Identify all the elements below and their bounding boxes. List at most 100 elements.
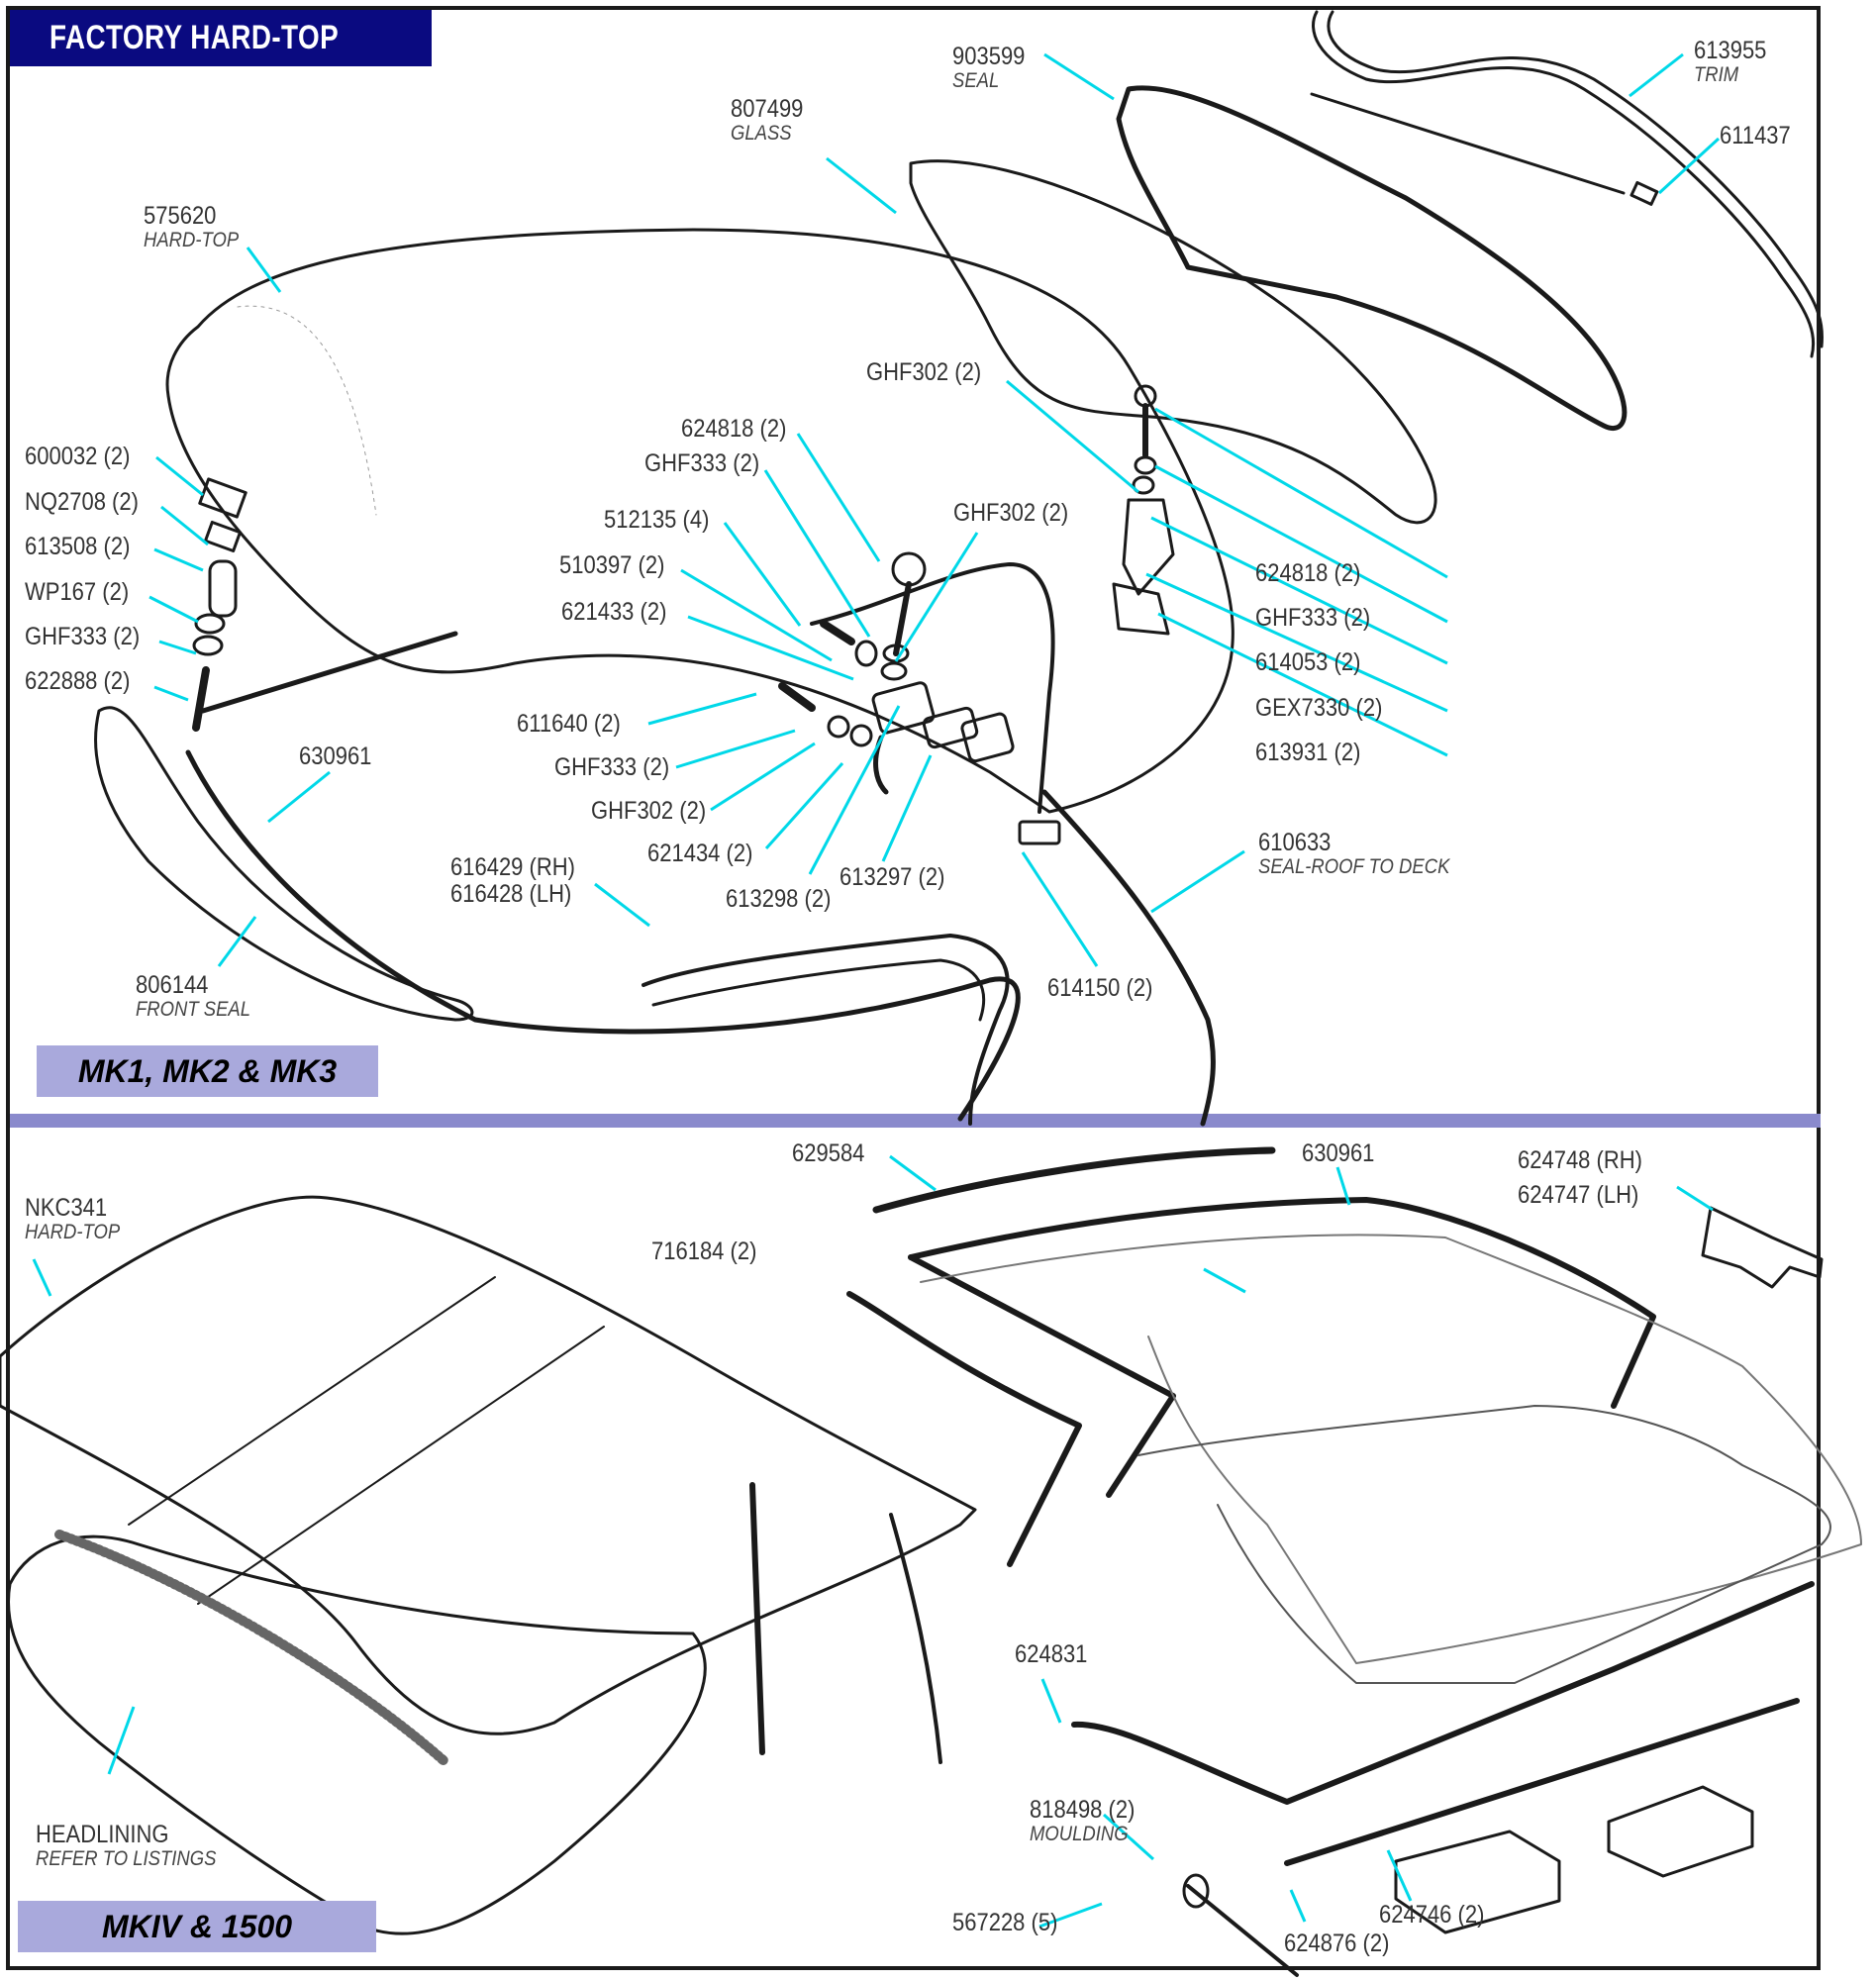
part-number: GHF333 (2) [25,623,141,650]
clip-600032 [198,477,247,519]
part-description: SEAL [952,69,1000,92]
part-number: 575620 [144,202,217,230]
part-label: GHF333 (2) [1255,605,1370,632]
part-label: 613298 (2) [726,886,831,913]
section-badge-mk123: MK1, MK2 & MK3 [37,1045,378,1097]
part-description: SEAL-ROOF TO DECK [1258,855,1450,878]
part-label: 624747 (LH) [1518,1182,1638,1209]
part-number: 616428 (LH) [450,880,572,908]
part-label: 624876 (2) [1284,1930,1389,1957]
part-label: 600032 (2) [25,444,130,470]
diagram-frame [6,6,1821,1970]
strip-629584 [872,1146,1276,1214]
part-label: GHF302 (2) [866,359,981,386]
leader-lines [32,52,1721,1929]
part-number: 624746 (2) [1379,1901,1485,1929]
part-number: 624818 (2) [1255,559,1361,587]
part-number: 818498 (2) [1030,1796,1135,1824]
section-divider [10,1114,1821,1128]
part-number: 610633 [1258,829,1332,856]
part-number: 624748 (RH) [1518,1146,1642,1174]
part-number: 806144 [136,971,209,999]
part-number: 630961 [1302,1139,1375,1167]
part-label: 621433 (2) [561,599,666,626]
part-label: 611640 (2) [517,711,621,738]
part-description: REFER TO LISTINGS [36,1847,217,1870]
part-number: 611640 (2) [517,710,621,738]
nut-nq2708 [203,520,243,553]
part-description: HARD-TOP [144,229,240,251]
part-number: GHF333 (2) [644,449,760,477]
part-number: 510397 (2) [559,551,665,579]
part-number: 622888 (2) [25,667,131,695]
part-label: WP167 (2) [25,579,129,606]
rivet-567228 [1186,1884,1299,1977]
part-number: NKC341 [25,1194,108,1222]
part-number: 624747 (LH) [1518,1181,1639,1209]
bolt-622888 [192,666,210,732]
block-624876 [1394,1830,1561,1934]
part-number: 621434 (2) [647,840,753,867]
rear-glass [909,159,1437,525]
part-number: 621433 (2) [561,598,667,626]
part-label: 716184 (2) [651,1238,756,1265]
part-label: GHF333 (2) [554,754,669,781]
block-624746 [1607,1785,1754,1878]
part-description: TRIM [1694,63,1739,86]
part-number: GHF333 (2) [1255,604,1371,632]
part-number: 613297 (2) [839,863,945,891]
trim-clip [1629,180,1659,206]
part-number: 600032 (2) [25,443,131,470]
part-description: FRONT SEAL [136,998,251,1021]
part-label: 512135 (4) [604,507,709,534]
part-number: 616429 (RH) [450,853,575,881]
part-number: GHF302 (2) [953,499,1069,527]
part-description: GLASS [731,122,792,145]
hardtop-shell-mkiv [0,1195,977,1735]
part-label: 613931 (2) [1255,740,1360,766]
part-label: GHF333 (2) [25,624,140,650]
part-number: 611437 [1720,122,1791,149]
part-label: 629584 [792,1140,864,1167]
part-label: 621434 (2) [647,841,752,867]
part-number: WP167 (2) [25,578,130,606]
part-label: 622888 (2) [25,668,130,695]
part-description: MOULDING [1030,1823,1129,1845]
part-description: HARD-TOP [25,1221,121,1243]
part-number: 903599 [952,43,1026,70]
part-number: 624876 (2) [1284,1930,1390,1957]
hardtop-shell-mk123 [165,228,1234,814]
part-label: GHF302 (2) [591,798,706,825]
door-frame-seal [642,934,1010,1126]
part-label: 616428 (LH) [450,881,571,908]
part-label: GHF302 (2) [953,500,1068,527]
page-title-text: FACTORY HARD-TOP [49,19,340,56]
seal-624831 [1071,1581,1815,1805]
part-label: 613297 (2) [839,864,944,891]
part-label: 613508 (2) [25,534,130,560]
part-label: 614150 (2) [1047,975,1152,1002]
part-number: HEADLINING [36,1821,169,1848]
spacer-613508 [208,559,238,618]
part-number: 629584 [792,1139,865,1167]
washer-wp167 [194,613,226,635]
front-seal [94,706,474,1022]
part-label: 624831 [1015,1641,1087,1668]
seal-roof-to-deck [1041,789,1216,1127]
part-number: 512135 (4) [604,506,710,534]
part-number: NQ2708 (2) [25,488,139,516]
part-number: 567228 (5) [952,1909,1058,1936]
part-number: 613931 (2) [1255,739,1361,766]
part-label: 630961 [299,743,371,770]
part-label: NQ2708 (2) [25,489,139,516]
part-label: 614053 (2) [1255,649,1360,676]
strip-716184 [846,1291,1082,1567]
part-label: 818498 (2)MOULDING [1030,1797,1135,1845]
part-number: 613955 [1694,37,1767,64]
